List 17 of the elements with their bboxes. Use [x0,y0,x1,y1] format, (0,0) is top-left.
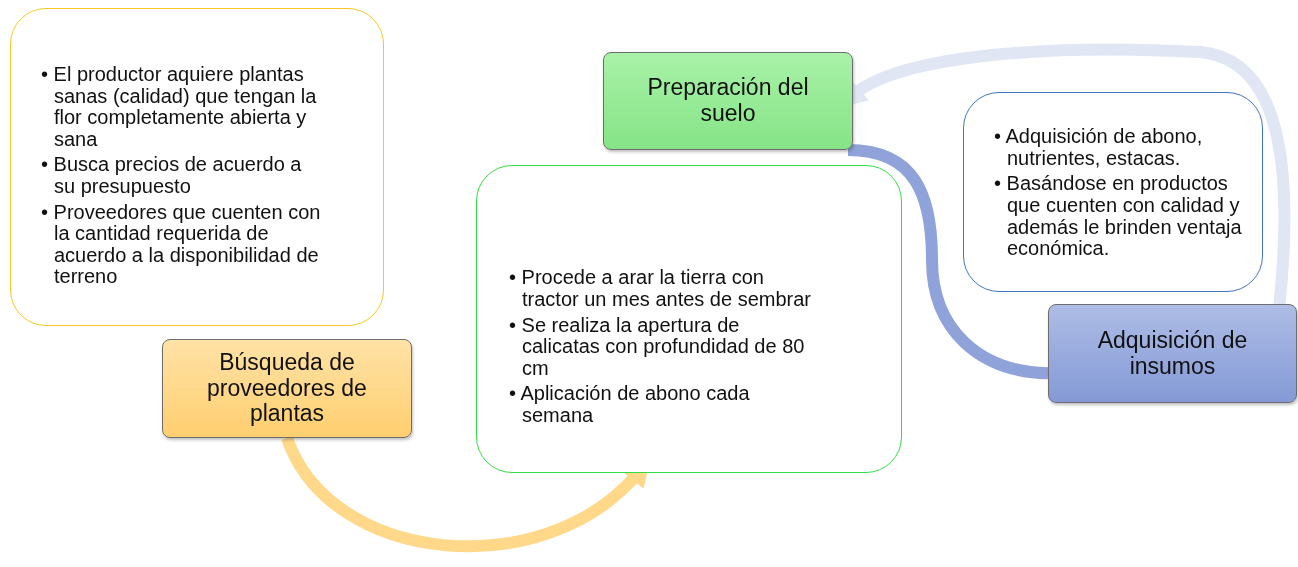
box-title: Búsqueda de proveedores de plantas [206,349,368,428]
bullet-point: • Basándose en productos que cuenten con calidad y además le brinden ventaja económica. [994,173,1242,260]
box-title: Adquisición de insumos [1096,327,1249,380]
process-box [603,52,853,150]
bullet-point: • Se realiza la apertura de calicatas con profundidad de 80 cm [509,314,806,380]
bullet-point: • Procede a arar la tierra con tractor un mes antes de sembrar [509,267,812,311]
rounded-text-box [10,8,384,326]
process-box [1048,304,1297,403]
process-box [162,339,412,438]
rounded-text-box [963,92,1263,292]
bullet-point: • Adquisición de abono, nutrientes, estacas. [994,126,1204,170]
bullet-point: • El productor aquiere plantas sanas (calidad) que tengan la flor completamente abierta y sana [41,64,318,151]
bullet-point: • Aplicación de abono cada semana [509,383,751,427]
bullet-point: • Proveedores que cuenten con la cantidad requerida de acuerdo a la disponibilidad de terreno [41,201,322,288]
bullet-point: • Busca precios de acuerdo a su presupuesto [41,154,303,198]
box-title: Preparación del suelo [646,75,810,127]
rounded-text-box [476,165,902,473]
